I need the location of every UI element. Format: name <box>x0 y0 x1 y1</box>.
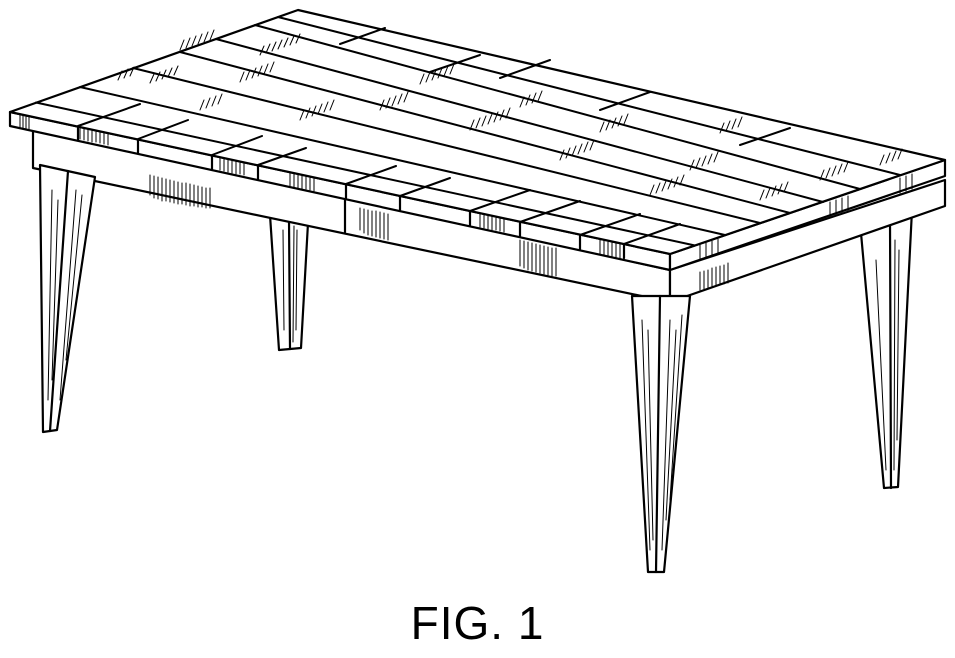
back-right-leg <box>860 210 912 488</box>
table-patent-drawing <box>0 0 955 600</box>
figure-label: FIG. 1 <box>0 596 955 650</box>
front-left-leg <box>40 165 95 432</box>
back-left-leg <box>270 215 308 350</box>
front-right-leg <box>632 296 690 572</box>
